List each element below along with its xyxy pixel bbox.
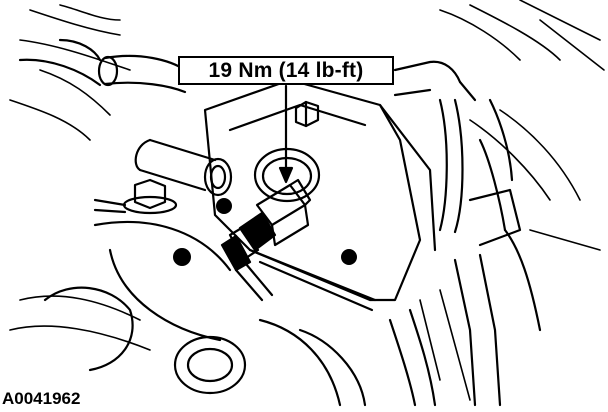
mounting-holes	[173, 198, 357, 266]
coolant-pipe	[134, 138, 233, 197]
left-bolt	[93, 178, 178, 215]
lower-tubes	[388, 253, 502, 407]
background-hatching	[9, 0, 605, 401]
lower-casting	[43, 220, 367, 407]
top-bolt	[294, 100, 320, 128]
upper-hose	[18, 38, 187, 94]
torque-label: 19 Nm (14 lb-ft)	[208, 58, 364, 82]
torque-callout-box: 19 Nm (14 lb-ft)	[178, 56, 394, 85]
callout-leader	[278, 84, 294, 184]
right-hoses	[393, 60, 542, 332]
figure-id: A0041962	[2, 389, 81, 408]
sensor-connector	[220, 178, 312, 302]
